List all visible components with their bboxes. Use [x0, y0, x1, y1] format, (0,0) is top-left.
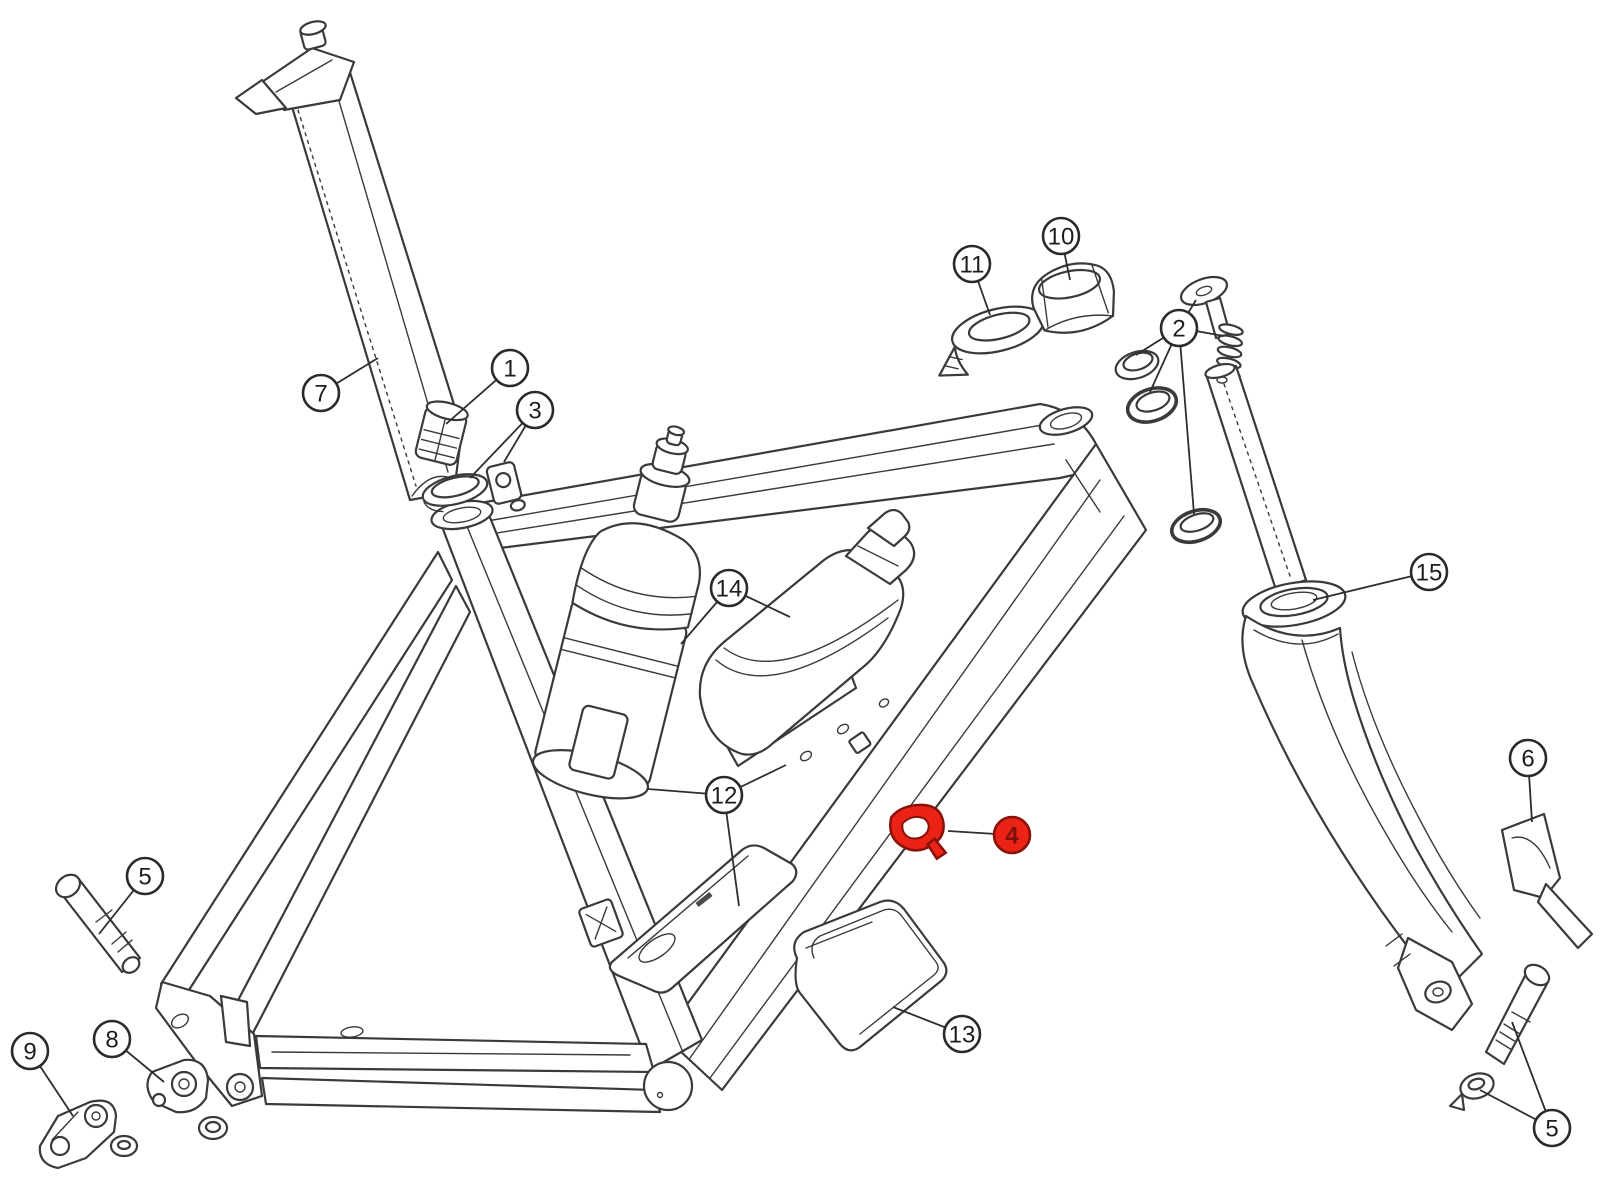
callout-6-fork-guard[interactable]: 6 — [1508, 738, 1548, 823]
callout-5-front-thru-axle[interactable]: 5 — [1479, 1021, 1572, 1148]
seat-stay — [159, 550, 454, 1006]
callout-bubble[interactable] — [10, 1031, 50, 1071]
seatpost-part — [234, 20, 464, 502]
headset-spacer-part — [938, 305, 1045, 377]
callout-number: 1 — [503, 356, 516, 383]
callout-13-down-tube-cover[interactable]: 13 — [892, 1006, 982, 1054]
callout-number: 7 — [314, 381, 327, 408]
frame — [154, 402, 1148, 1114]
top-tube — [450, 402, 1106, 554]
derailleur-hanger-long-part — [38, 1099, 139, 1170]
chain-stay — [260, 1076, 662, 1114]
callout-number: 12 — [711, 783, 738, 810]
callout-bubble[interactable] — [490, 348, 530, 388]
callout-bubble[interactable] — [125, 856, 165, 896]
callout-number: 8 — [105, 1027, 118, 1054]
bearing-ring-lower — [1125, 386, 1179, 424]
seat-stay — [213, 584, 472, 1066]
callout-bubble[interactable] — [709, 568, 749, 608]
headset-top-cover-part — [1031, 262, 1116, 334]
callout-bubble[interactable] — [515, 390, 555, 430]
callout-10-headset-top-cover[interactable]: 10 — [1041, 216, 1081, 281]
bearing-ring-upper — [1114, 349, 1160, 381]
bottle-2 — [698, 508, 916, 768]
callout-number: 15 — [1416, 560, 1443, 587]
front-thru-axle-part — [1448, 963, 1551, 1112]
callout-9-derailleur-hanger-long[interactable]: 9 — [10, 1031, 74, 1117]
callout-number: 3 — [528, 398, 541, 425]
callout-5-rear-thru-axle[interactable]: 5 — [98, 856, 165, 935]
callout-bubble[interactable] — [1532, 1108, 1572, 1148]
bottle-battery-assembly — [531, 425, 701, 800]
fork-part — [1204, 362, 1484, 1032]
headset-bearing-parts — [1114, 275, 1244, 545]
callout-number: 4 — [1005, 823, 1019, 850]
callout-bubble[interactable] — [1041, 216, 1081, 256]
callout-number: 13 — [949, 1022, 976, 1049]
callout-number: 10 — [1048, 224, 1075, 251]
leader-line — [1312, 571, 1430, 601]
down-tube-cover-part — [793, 899, 948, 1052]
callout-bubble[interactable] — [942, 1014, 982, 1054]
callout-3-seatpost-clamp[interactable]: 3 — [469, 390, 555, 479]
callout-bubble[interactable] — [92, 1019, 132, 1059]
callout-12-accessory-mounts[interactable]: 12 — [647, 764, 787, 907]
chainstay-protector-plate — [608, 844, 798, 994]
fork-blade — [1241, 614, 1484, 994]
seatpost-wedge-part — [414, 400, 469, 466]
callout-1-seatpost-wedge[interactable]: 1 — [445, 348, 530, 425]
leader-line — [1178, 327, 1195, 515]
callout-bubble[interactable] — [301, 373, 341, 413]
callout-bubble[interactable] — [992, 815, 1032, 855]
callout-8-derailleur-hanger[interactable]: 8 — [92, 1019, 165, 1083]
callout-number: 14 — [716, 576, 743, 603]
callout-number: 5 — [138, 864, 151, 891]
rear-thru-axle-part — [54, 873, 142, 974]
derailleur-hanger-part — [146, 1058, 229, 1141]
callout-14-water-bottles[interactable]: 14 — [680, 568, 791, 645]
callout-bubble[interactable] — [1409, 552, 1449, 592]
frame-grommet-highlighted — [889, 803, 948, 861]
callout-2-headset-bearing-set[interactable]: 2 — [1135, 299, 1225, 515]
callout-bubble[interactable] — [1159, 308, 1199, 348]
callout-number: 5 — [1545, 1116, 1558, 1143]
bottle-1-body — [571, 522, 701, 631]
fork-guard-part — [1500, 812, 1594, 950]
crown-bearing — [1169, 507, 1223, 545]
brand-mark — [695, 892, 713, 907]
callout-7-seatpost[interactable]: 7 — [301, 357, 379, 413]
down-tube — [662, 442, 1148, 1092]
callout-bubble[interactable] — [952, 244, 992, 284]
callout-number: 2 — [1172, 316, 1185, 343]
bottom-bracket — [642, 1060, 694, 1112]
callout-bubble[interactable] — [1508, 738, 1548, 778]
callout-bubble[interactable] — [704, 775, 744, 815]
callout-number: 9 — [23, 1039, 36, 1066]
callout-number: 6 — [1521, 746, 1534, 773]
callout-11-headset-spacer[interactable]: 11 — [952, 244, 992, 316]
callout-4-frame-grommet[interactable]: 4 — [947, 815, 1032, 855]
callout-number: 11 — [960, 252, 985, 279]
callout-15-fork[interactable]: 15 — [1312, 552, 1449, 601]
seat-clamp-parts — [421, 461, 526, 513]
